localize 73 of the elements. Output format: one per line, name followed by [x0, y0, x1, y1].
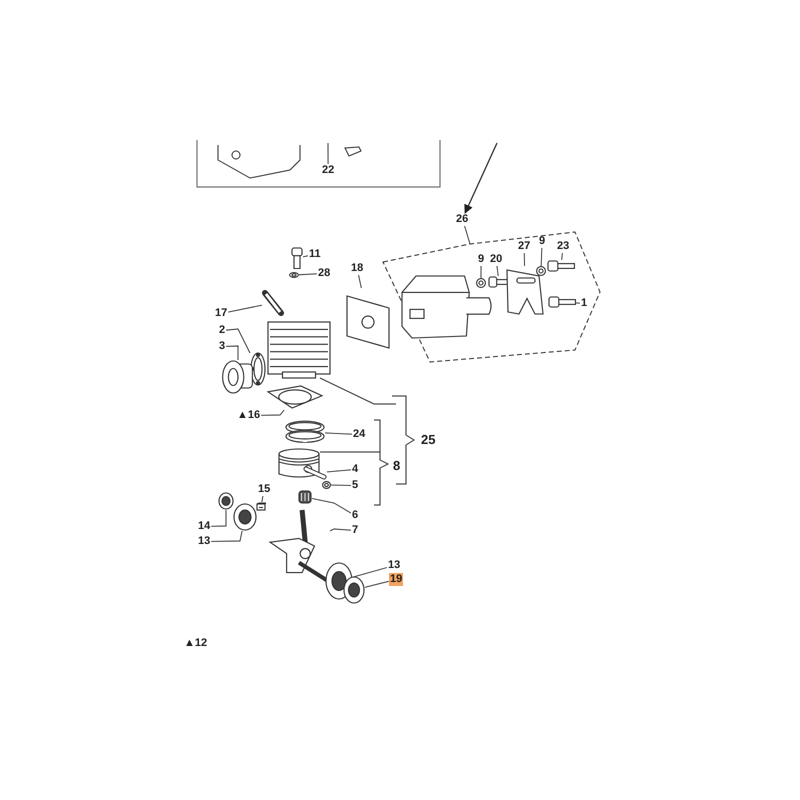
washer-drawing [476, 278, 486, 288]
leader-line [210, 510, 226, 527]
leader-line [561, 252, 563, 260]
callout-number: 20 [489, 253, 504, 266]
arrow [464, 142, 498, 214]
leader-line [464, 226, 470, 244]
bearing-drawing [233, 503, 257, 531]
leader-line [326, 469, 352, 472]
highlighted-callout-number: 19 [389, 573, 404, 586]
leader-line [364, 580, 390, 588]
callout-number: 25 [420, 432, 436, 447]
bolt-drawing [548, 296, 576, 308]
callout-number: ▲16 [236, 409, 262, 422]
callout-number: 27 [517, 240, 532, 253]
callout-number: 8 [392, 458, 402, 473]
callout-number: 5 [351, 479, 360, 492]
washer-drawing [536, 266, 546, 276]
callout-number: 2 [218, 324, 226, 337]
callout-number: 24 [352, 428, 366, 441]
callout-number: 6 [351, 509, 360, 522]
callout-number: 13 [197, 535, 212, 548]
leader-line [226, 346, 238, 360]
callout-number: 17 [214, 307, 228, 320]
callout-number: 3 [218, 340, 226, 353]
leader-line [298, 273, 318, 276]
leader-line [261, 496, 264, 502]
washer-drawing [289, 272, 299, 278]
leader-line [352, 567, 388, 578]
callout-number: 28 [317, 267, 332, 280]
callout-number: 11 [308, 248, 322, 261]
spark-plug-drawing [262, 290, 284, 316]
callout-number: 23 [556, 240, 570, 253]
leader-line [226, 328, 250, 354]
dashed-group-outline [383, 232, 601, 363]
callout-number: 13 [387, 559, 402, 572]
gasket-drawing [266, 384, 324, 410]
seal-drawing [343, 576, 365, 604]
piston-pin-drawing [303, 466, 327, 480]
callout-number: 14 [197, 520, 212, 533]
leader-line [312, 498, 352, 514]
callout-number: 26 [455, 213, 470, 226]
leader-line [260, 410, 285, 416]
needle-bearing-drawing [298, 490, 312, 504]
leader-line [328, 142, 329, 164]
callout-number: 7 [351, 524, 360, 537]
leader-line [576, 302, 580, 304]
callout-number: 22 [321, 164, 336, 177]
circlip-drawing [322, 481, 331, 489]
callout-number: 4 [351, 463, 360, 476]
callout-number: 9 [477, 253, 486, 266]
screw-drawing [291, 247, 303, 269]
key-drawing [256, 502, 266, 511]
seal-drawing [218, 492, 234, 510]
piston-drawing [278, 448, 320, 478]
callout-number: 18 [350, 262, 364, 275]
callout-number: ▲12 [183, 637, 208, 650]
callout-number: 1 [580, 297, 588, 310]
callout-number: 15 [257, 483, 272, 496]
leader-line [480, 266, 482, 278]
leader-line [358, 274, 362, 288]
bolt-drawing [547, 260, 575, 272]
leader-line [210, 530, 243, 542]
leader-line [540, 248, 542, 266]
intake-manifold-drawing [222, 360, 254, 394]
leader-line [302, 255, 308, 258]
callout-number: 9 [538, 235, 546, 248]
leader-line [524, 252, 525, 266]
piston-rings-drawing [285, 420, 325, 444]
leader-line [496, 266, 499, 276]
leader-line [330, 528, 352, 532]
leader-line [324, 432, 352, 435]
leader-line [228, 304, 262, 312]
leader-line [330, 484, 352, 486]
